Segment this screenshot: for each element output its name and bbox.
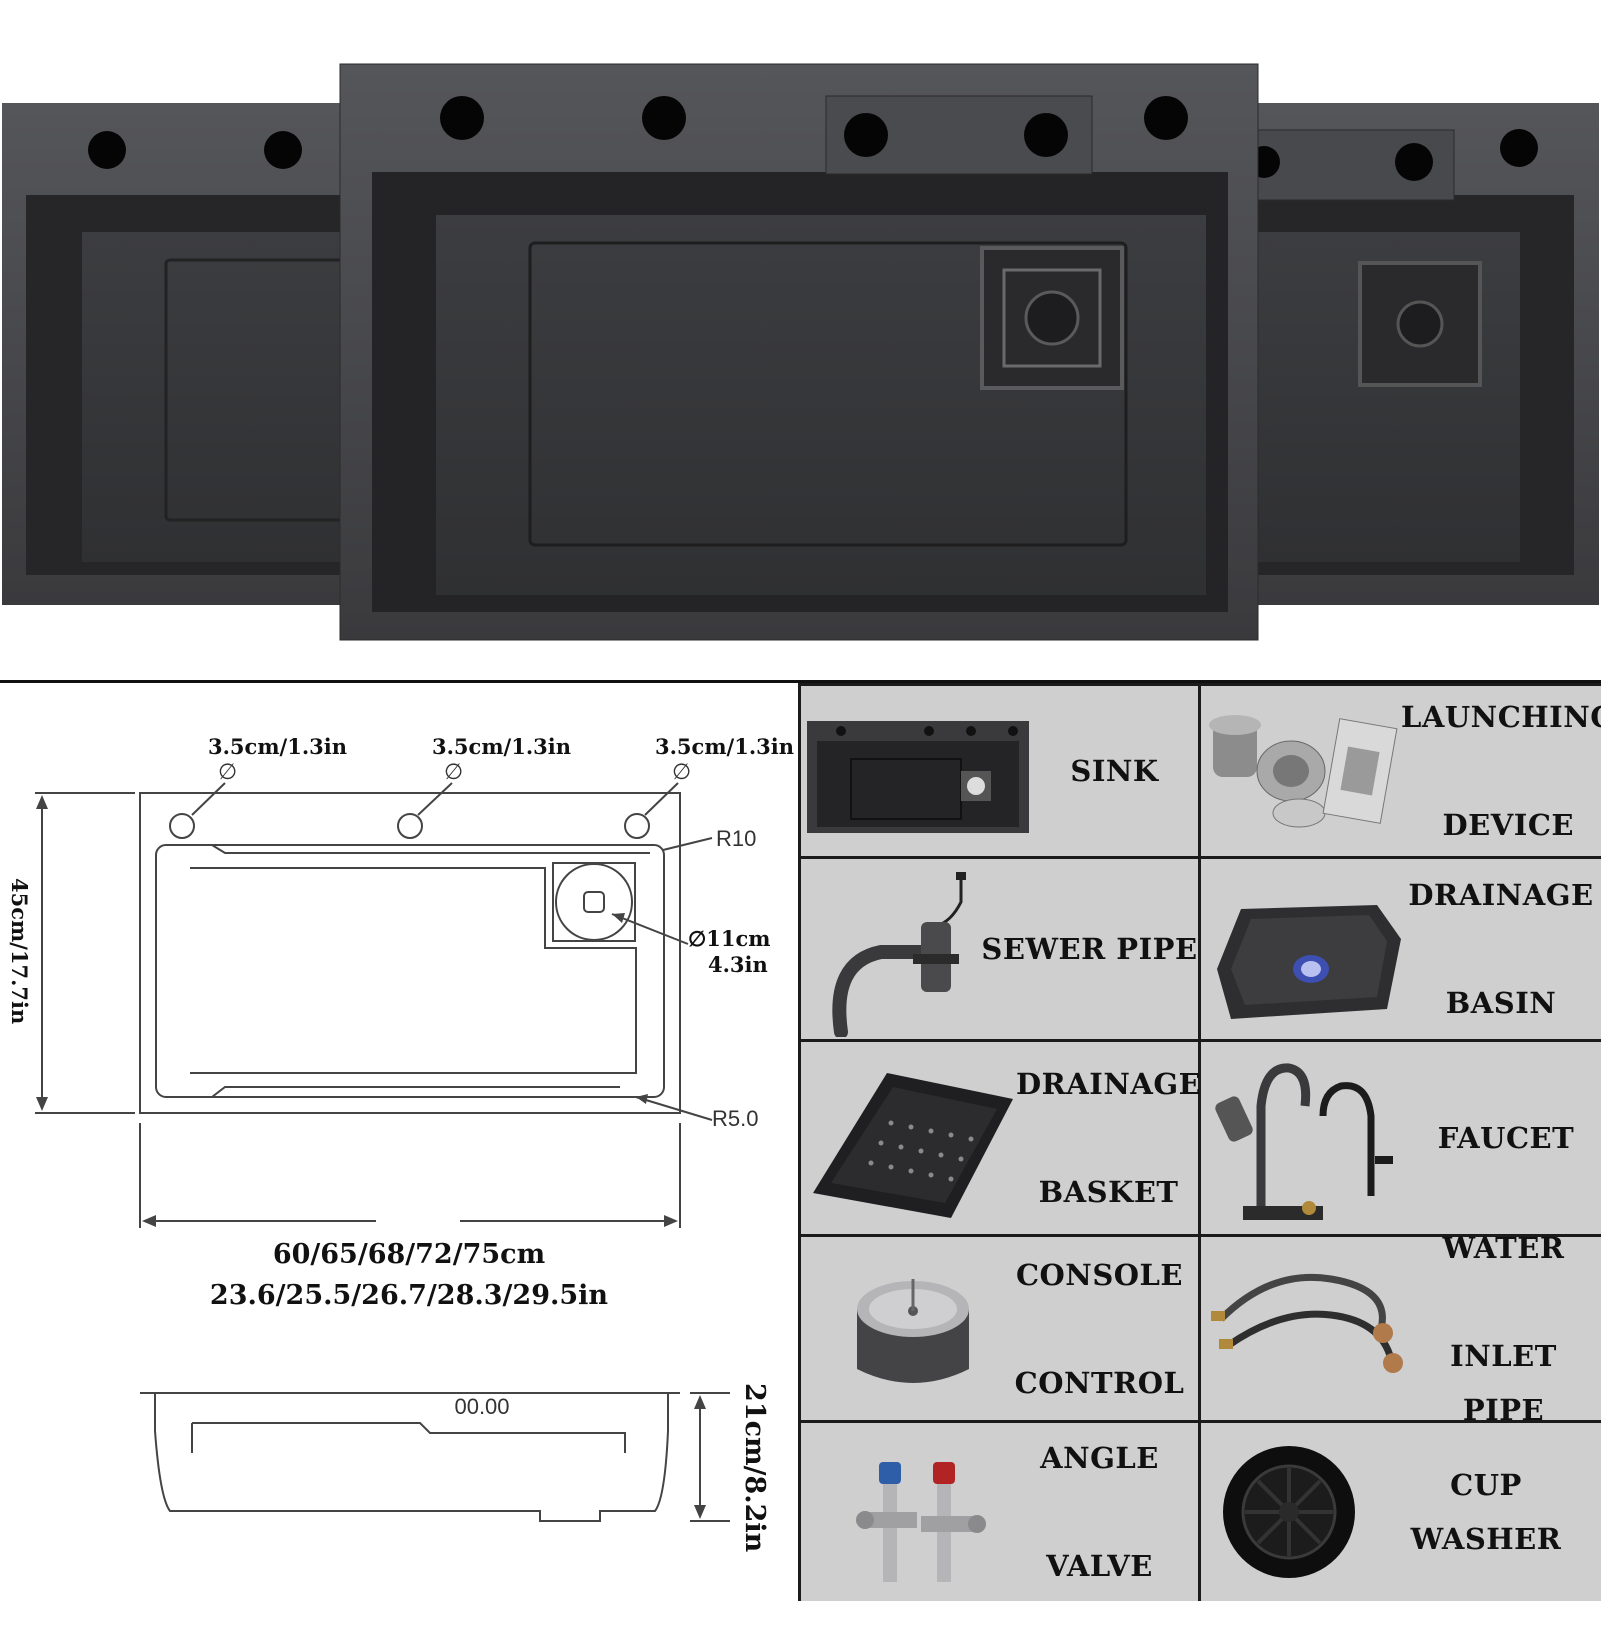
drainage-basket-icon [813,1073,1013,1218]
launching-device-label-1: LAUNCHING [1401,700,1601,734]
faucet-label: FAUCET [1437,1121,1575,1155]
water-inlet-pipe-label-1: WATER [1442,1230,1565,1265]
angle-valve-label-2: VALVE [1046,1549,1153,1583]
component-angle-valve: ANGLE VALVE [801,1423,1198,1601]
components-grid: SINK LAUNCHING DEVICE SEWER PIPE [798,683,1601,1601]
diameter-mark-3: ∅ [672,759,691,784]
sink-center [339,63,1259,641]
width-dimension-in: 23.6/25.5/26.7/28.3/29.5in [210,1280,609,1311]
water-inlet-pipe-label-2: INLET PIPE [1450,1338,1557,1427]
section-divider [0,680,1601,683]
component-sink: SINK [801,686,1198,856]
component-cup-washer: CUP WASHER [1201,1423,1601,1601]
console-control-label-2: CONTROL [1014,1365,1185,1400]
diameter-mark-2: ∅ [444,759,463,784]
component-sewer-pipe: SEWER PIPE [801,859,1198,1039]
hole-dim-3: 3.5cm/1.3in [655,734,794,759]
component-console-control: CONSOLE CONTROL [801,1237,1198,1420]
water-inlet-pipe-icon [1211,1273,1403,1373]
cup-washer-label: CUP WASHER [1410,1468,1562,1556]
console-control-label-1: CONSOLE [1015,1257,1184,1292]
angle-valve-label-1: ANGLE [1040,1441,1159,1475]
component-faucet: FAUCET [1201,1042,1601,1234]
depth-dimension: 45cm/17.7in [7,878,32,1024]
diameter-mark-1: ∅ [218,759,237,784]
sink-left [2,103,348,605]
width-dimension-cm: 60/65/68/72/75cm [273,1239,545,1270]
angle-valve-icon [856,1462,986,1582]
side-marking: 00.00 [454,1394,509,1419]
drain-diameter: ∅11cm [688,926,771,951]
cup-washer-icon [1223,1446,1355,1578]
component-drainage-basin: DRAINAGE BASIN [1201,859,1601,1039]
drainage-basin-icon [1217,905,1401,1019]
height-dimension: 21cm/8.2in [739,1383,770,1553]
launching-device-icon [1209,715,1398,828]
sink-right [1248,103,1599,605]
sink-product-photo [2,63,1599,641]
sewer-pipe-label: SEWER PIPE [981,932,1198,966]
sink-label: SINK [1070,754,1159,788]
drainage-basket-label-1: DRAINAGE [1016,1067,1202,1101]
sink-icon [807,721,1029,833]
console-control-icon [857,1278,969,1383]
dimension-drawing: 3.5cm/1.3in 3.5cm/1.3in 3.5cm/1.3in ∅ ∅ … [7,734,794,1553]
launching-device-label-2: DEVICE [1442,808,1575,842]
hole-dim-2: 3.5cm/1.3in [432,734,571,759]
sewer-pipe-icon [832,871,966,1037]
faucet-icon [1215,1062,1393,1220]
drain-diameter-in: 4.3in [708,952,768,977]
drainage-basin-label-1: DRAINAGE [1408,878,1594,912]
component-drainage-basket: DRAINAGE BASKET [801,1042,1202,1234]
drainage-basin-label-2: BASIN [1445,986,1557,1020]
component-launching-device: LAUNCHING DEVICE [1201,686,1601,856]
hole-dim-1: 3.5cm/1.3in [208,734,347,759]
component-water-inlet-pipe: WATER INLET PIPE [1201,1231,1601,1427]
corner-radius-top: R10 [716,826,756,851]
corner-radius-bottom: R5.0 [712,1106,758,1131]
drainage-basket-label-2: BASKET [1038,1175,1179,1209]
